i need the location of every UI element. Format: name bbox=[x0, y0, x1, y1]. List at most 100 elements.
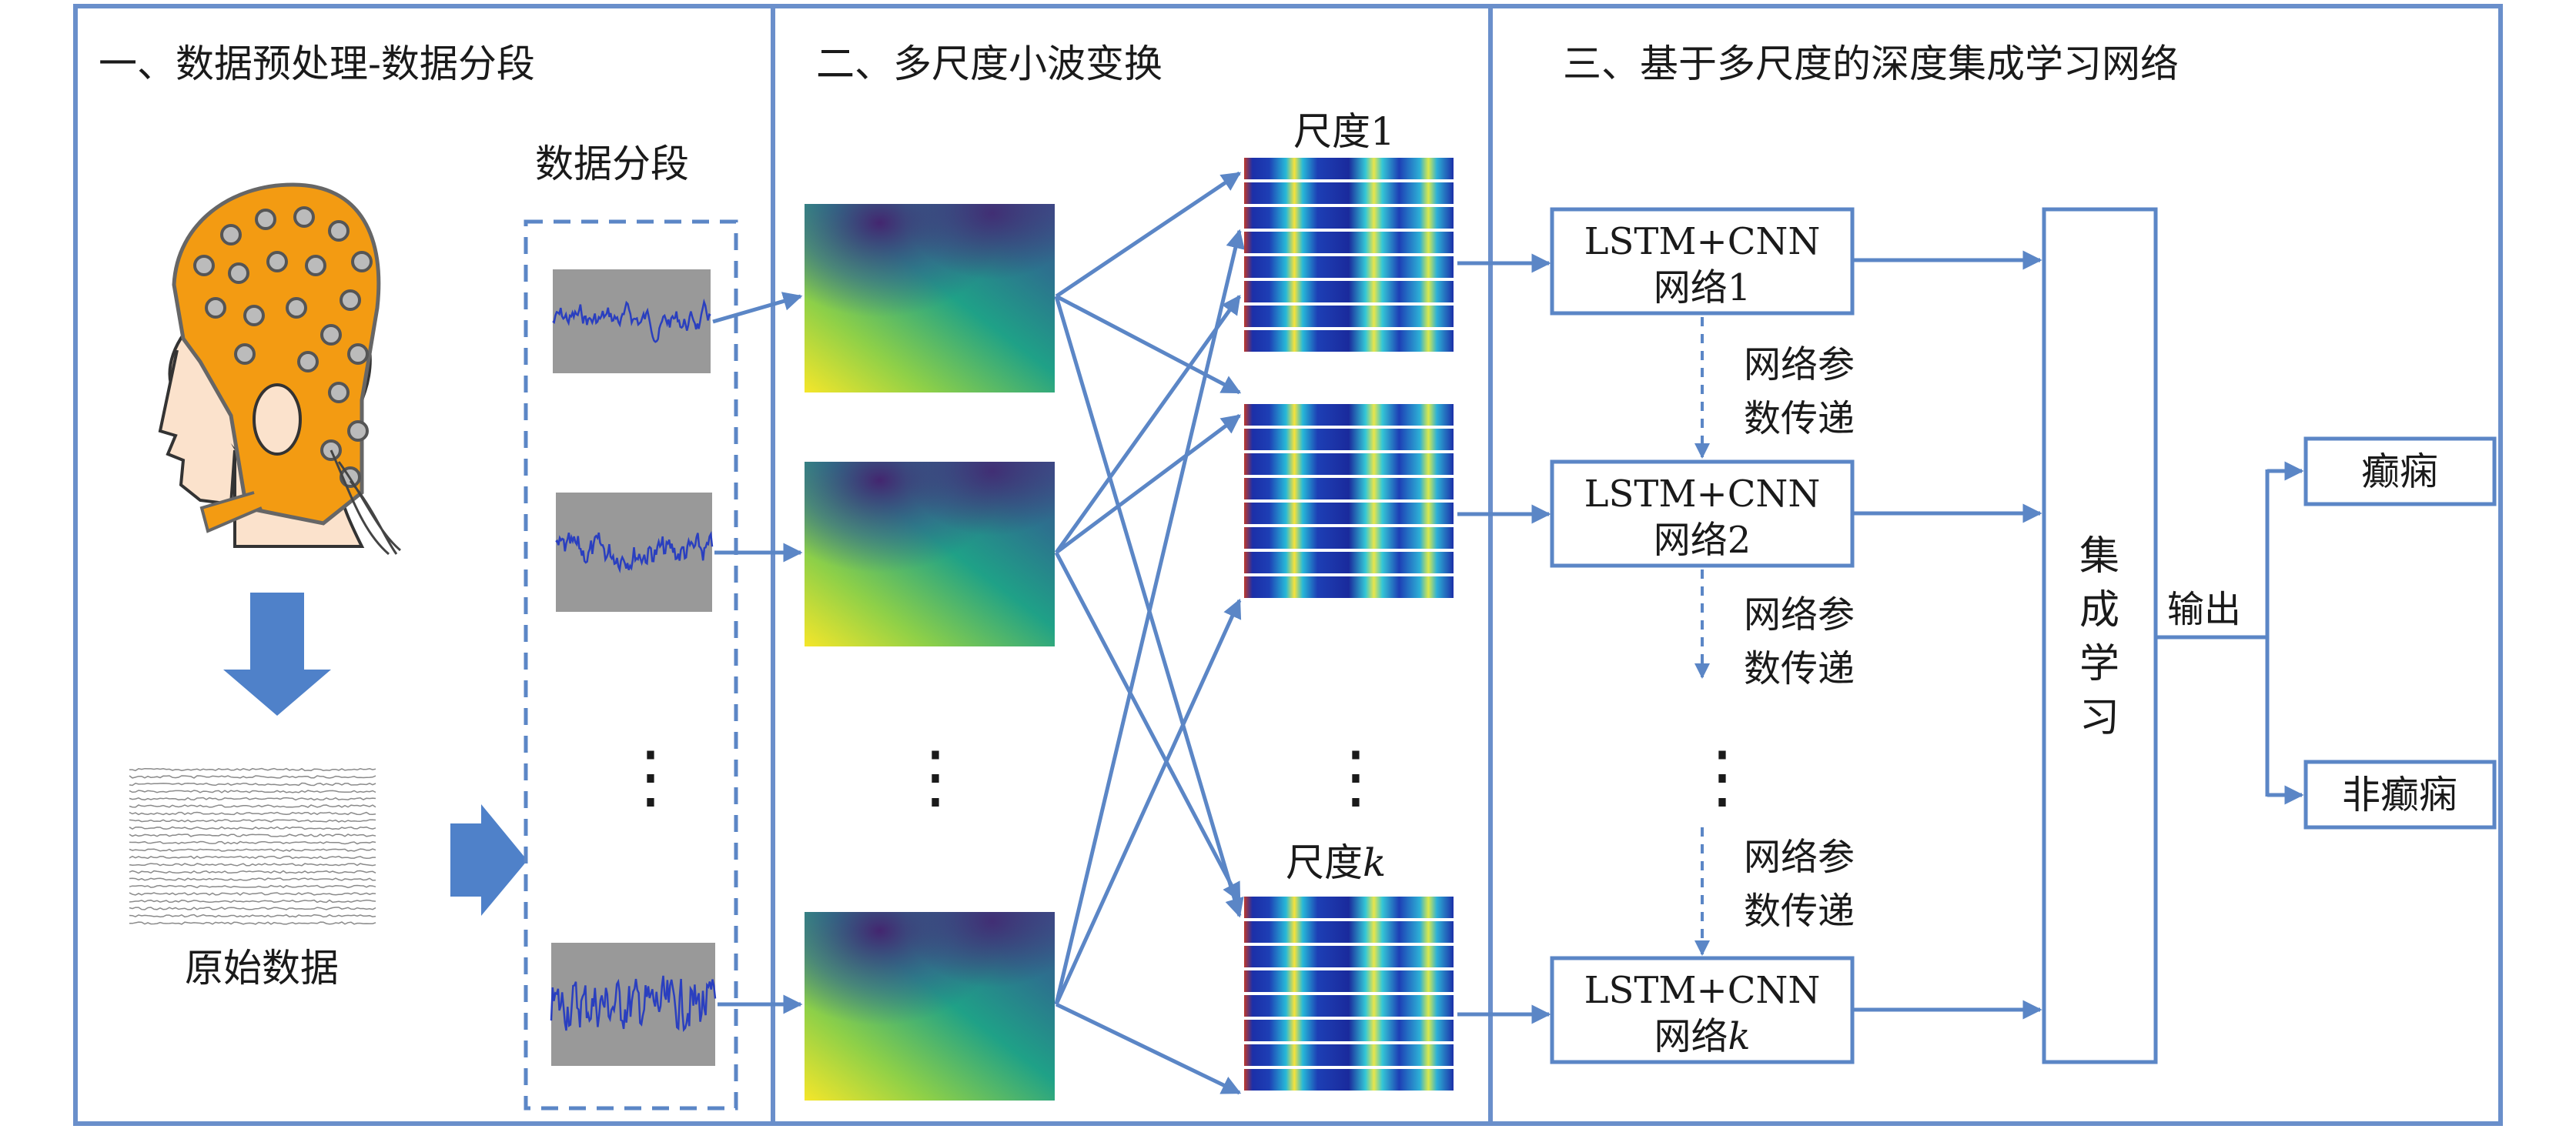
segmentation-label: 数据分段 bbox=[535, 142, 689, 186]
raw-eeg-channel bbox=[129, 775, 376, 779]
param-pass-1-line1: 网络参 bbox=[1744, 343, 1855, 386]
scale-stripe bbox=[1244, 897, 1454, 918]
raw-eeg-channel bbox=[129, 914, 376, 918]
scale-1-label: 尺度1 bbox=[1293, 109, 1395, 154]
raw-eeg-channel bbox=[129, 892, 376, 896]
scale-stripe bbox=[1244, 1044, 1454, 1066]
scale-stripe bbox=[1244, 281, 1454, 302]
section-3-title: 三、基于多尺度的深度集成学习网络 bbox=[1563, 42, 2179, 86]
ensemble-char-1: 集 bbox=[2079, 533, 2119, 580]
raw-eeg-channel bbox=[129, 804, 376, 808]
param-pass-k-line1: 网络参 bbox=[1744, 836, 1855, 879]
network-1-line1: LSTM+CNN bbox=[1584, 220, 1821, 263]
scale-stripe bbox=[1244, 970, 1454, 992]
raw-eeg-channel bbox=[129, 767, 376, 772]
network-k-line1: LSTM+CNN bbox=[1584, 969, 1821, 1012]
raw-eeg-thumbnail bbox=[129, 767, 376, 925]
raw-eeg-channel bbox=[129, 899, 376, 904]
raw-eeg-channel bbox=[129, 863, 376, 867]
raw-eeg-channel bbox=[129, 840, 376, 845]
param-pass-2-line2: 数传递 bbox=[1744, 647, 1855, 690]
raw-eeg-channel bbox=[129, 782, 376, 787]
arrow-seg1-to-cwt1 bbox=[712, 292, 803, 324]
raw-eeg-channel bbox=[129, 921, 376, 925]
scale-stripe bbox=[1244, 429, 1454, 450]
section-1-title: 一、数据预处理-数据分段 bbox=[99, 42, 535, 86]
network-box-k: LSTM+CNN 网络k bbox=[1550, 956, 1855, 1064]
cwt-scalogram-1 bbox=[805, 204, 1055, 392]
scale-k-label: 尺度k bbox=[1286, 840, 1386, 885]
output-epilepsy: 癫痫 bbox=[2361, 449, 2438, 494]
scale-k-prefix: 尺度 bbox=[1286, 840, 1363, 885]
signal-segment-2 bbox=[555, 493, 714, 612]
scale-stripe bbox=[1244, 995, 1454, 1017]
network-2-line1: LSTM+CNN bbox=[1584, 473, 1821, 516]
segments-ellipsis: ⋮ bbox=[616, 737, 685, 817]
ensemble-char-2: 成 bbox=[2079, 587, 2119, 633]
scale-stripe bbox=[1244, 478, 1454, 499]
scale-stripe bbox=[1244, 404, 1454, 426]
raw-eeg-channel bbox=[129, 907, 376, 910]
raw-data-label: 原始数据 bbox=[185, 946, 339, 990]
scale-stripe bbox=[1244, 256, 1454, 278]
scale-stripe bbox=[1244, 576, 1454, 598]
scale-stripe bbox=[1244, 330, 1454, 352]
ensemble-learning-box: 集 成 学 习 bbox=[2042, 207, 2158, 1064]
network-k-var: k bbox=[1728, 1015, 1750, 1058]
ensemble-char-3: 学 bbox=[2079, 641, 2119, 687]
segmentation-box bbox=[524, 219, 738, 1111]
raw-eeg-channel bbox=[129, 884, 376, 889]
scale-stripe bbox=[1244, 503, 1454, 524]
raw-eeg-channel bbox=[129, 870, 376, 874]
network-2-line2: 网络2 bbox=[1654, 519, 1751, 562]
output-label: 输出 bbox=[2167, 588, 2241, 631]
scale-ellipsis: ⋮ bbox=[1321, 737, 1390, 817]
output-non-epilepsy: 非癫痫 bbox=[2342, 773, 2457, 817]
raw-eeg-channel bbox=[129, 826, 376, 830]
scale-stripe bbox=[1244, 453, 1454, 475]
scale-stripe bbox=[1244, 946, 1454, 967]
raw-eeg-channel bbox=[129, 790, 376, 793]
output-epilepsy-box: 癫痫 bbox=[2303, 436, 2497, 506]
scale-stripe bbox=[1244, 921, 1454, 943]
raw-eeg-channel bbox=[129, 877, 376, 881]
raw-eeg-channel bbox=[129, 819, 376, 823]
raw-eeg-channel bbox=[129, 797, 376, 801]
signal-segment-1 bbox=[552, 269, 711, 373]
raw-eeg-channel bbox=[129, 811, 376, 816]
scale-stripe bbox=[1244, 306, 1454, 327]
network-k-prefix: 网络 bbox=[1654, 1015, 1728, 1058]
scale-stripe bbox=[1244, 182, 1454, 204]
section-3-frame bbox=[1488, 4, 2503, 1126]
network-k-line2: 网络k bbox=[1654, 1015, 1750, 1058]
scale-k-var: k bbox=[1363, 840, 1386, 885]
right-arrow bbox=[450, 804, 527, 916]
scale-stripe bbox=[1244, 207, 1454, 229]
network-box-2: LSTM+CNN 网络2 bbox=[1550, 459, 1855, 568]
cwt-ellipsis: ⋮ bbox=[901, 737, 970, 817]
network-1-line2: 网络1 bbox=[1654, 266, 1751, 309]
eeg-cap-head-icon bbox=[158, 182, 401, 556]
cwt-to-scale-arrows bbox=[1054, 171, 1245, 1095]
cwt-scalogram-2 bbox=[805, 462, 1055, 646]
scale-stripe bbox=[1244, 1069, 1454, 1091]
param-pass-1-line2: 数传递 bbox=[1744, 397, 1855, 440]
param-pass-2-line1: 网络参 bbox=[1744, 593, 1855, 636]
network-ellipsis: ⋮ bbox=[1688, 737, 1757, 817]
signal-segment-k bbox=[550, 943, 717, 1066]
scale-stripe bbox=[1244, 232, 1454, 253]
output-non-epilepsy-box: 非癫痫 bbox=[2303, 760, 2497, 830]
scale-2-stack bbox=[1244, 404, 1454, 598]
scale-stripe bbox=[1244, 552, 1454, 573]
network-box-1: LSTM+CNN 网络1 bbox=[1550, 207, 1855, 316]
scale-stripe bbox=[1244, 158, 1454, 179]
down-arrow bbox=[223, 593, 331, 716]
cwt-scalogram-k bbox=[805, 912, 1055, 1101]
output-connector bbox=[2156, 461, 2304, 805]
scale-1-stack bbox=[1244, 158, 1454, 352]
scale-stripe bbox=[1244, 1020, 1454, 1041]
ensemble-char-4: 习 bbox=[2079, 695, 2119, 741]
param-pass-k-line2: 数传递 bbox=[1744, 890, 1855, 933]
raw-eeg-channel bbox=[129, 855, 376, 860]
